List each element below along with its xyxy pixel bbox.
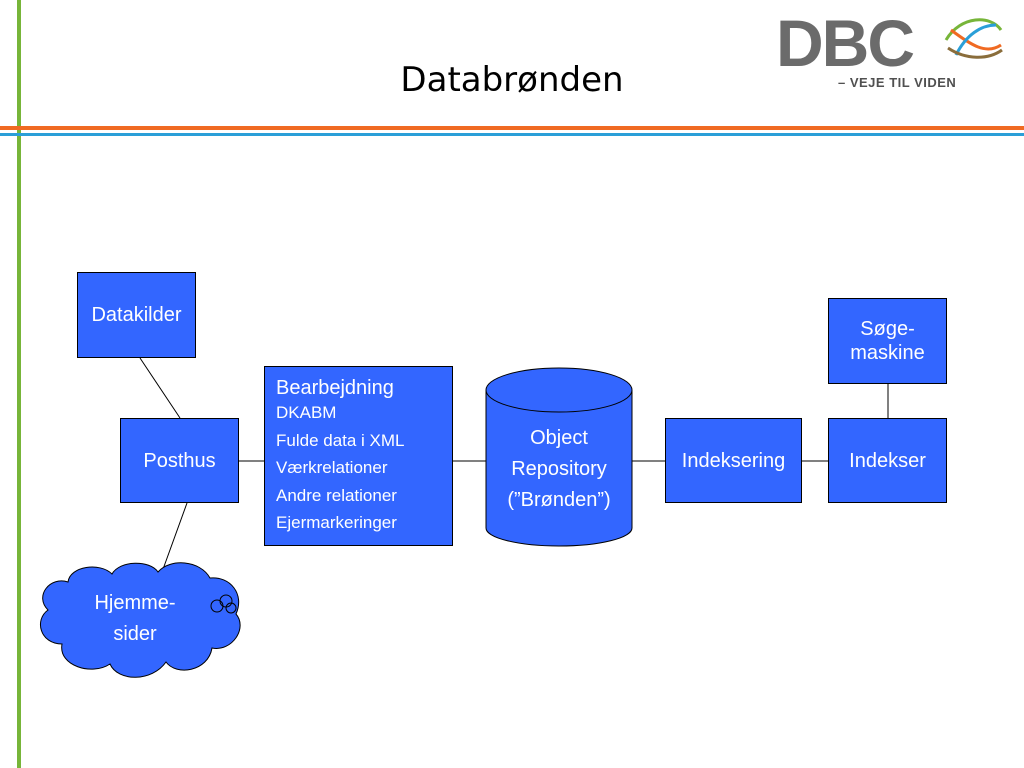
node-repository-label: Object Repository (”Brønden”) [486, 423, 632, 516]
bearbejdning-heading: Bearbejdning [276, 377, 394, 399]
node-hjemmesider-label: Hjemme- sider [60, 588, 210, 650]
node-soegemaskine: Søge- maskine [828, 298, 947, 384]
soegemaskine-line-1: Søge- [860, 318, 915, 340]
node-datakilder-label: Datakilder [91, 304, 182, 326]
repository-line-3: (”Brønden”) [507, 489, 611, 511]
hjemmesider-line-2: sider [113, 623, 157, 645]
node-posthus-label: Posthus [143, 449, 216, 472]
node-indekser-label: Indekser [849, 449, 926, 472]
repository-line-2: Repository [511, 458, 607, 480]
connector-posthus-hjemmesider [161, 502, 188, 573]
bearbejdning-item: Ejermarkeringer [276, 513, 397, 532]
dbc-logo: DBC [776, 10, 1003, 80]
node-datakilder: Datakilder [77, 272, 196, 358]
node-indeksering: Indeksering [665, 418, 802, 503]
repository-cylinder [485, 367, 633, 547]
logo-tagline: – VEJE TIL VIDEN [838, 75, 957, 90]
left-accent-bar [17, 0, 21, 768]
soegemaskine-line-2: maskine [850, 342, 925, 364]
hjemmesider-line-1: Hjemme- [94, 592, 176, 614]
slide-title: Databrønden [400, 60, 624, 100]
bearbejdning-item: DKABM [276, 403, 337, 422]
bearbejdning-item: Andre relationer [276, 485, 397, 505]
node-indeksering-label: Indeksering [681, 449, 786, 472]
node-bearbejdning: Bearbejdning DKABM Fulde data i XML Værk… [264, 366, 453, 546]
header-rule-blue [0, 133, 1024, 136]
node-indekser: Indekser [828, 418, 947, 503]
repository-line-1: Object [530, 427, 588, 449]
bearbejdning-item: Værkrelationer [276, 458, 388, 477]
header-rule-orange [0, 126, 1024, 130]
hjemmesider-cloud [39, 562, 241, 678]
logo-wordmark: DBC [776, 10, 913, 80]
connectors [139, 357, 889, 573]
logo-emblem-icon [944, 18, 1003, 59]
connector-datakilder-posthus [139, 357, 181, 419]
node-posthus: Posthus [120, 418, 239, 503]
bearbejdning-item: Fulde data i XML [276, 430, 405, 450]
